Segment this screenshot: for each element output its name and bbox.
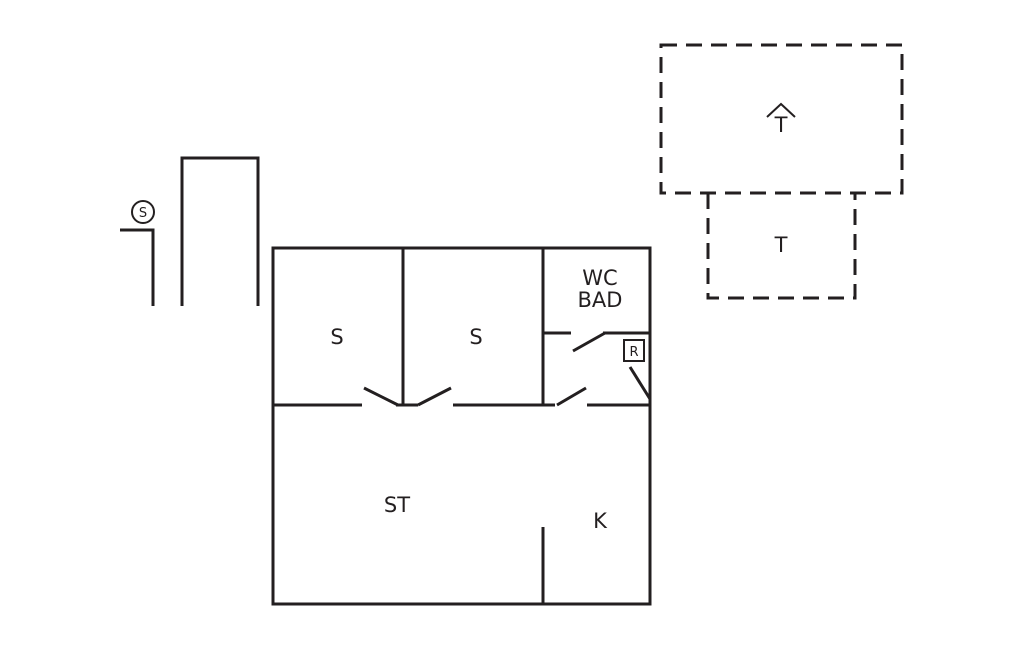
shower-symbol-icon: S — [131, 200, 155, 224]
door-bedroom-right — [417, 386, 452, 407]
outdoor-structures — [120, 156, 260, 306]
living-room-label: ST — [384, 493, 410, 517]
technical-room-label: R — [629, 345, 638, 360]
outer-wall — [271, 246, 652, 606]
house-walls — [271, 246, 652, 606]
door-wc-inner — [572, 331, 606, 353]
technical-room-icon: R — [623, 339, 645, 362]
door-bedroom-left — [363, 386, 399, 407]
outdoor-shower-wall — [120, 228, 155, 306]
shower-symbol-label: S — [139, 206, 147, 221]
door-bathroom — [556, 386, 587, 407]
bathroom-label-wc: WC — [582, 266, 617, 290]
room-labels: S S WC BAD ST K T T — [330, 113, 787, 533]
bedroom-left-label: S — [330, 325, 343, 349]
terrace-label: T — [774, 233, 788, 257]
roof-icon — [766, 102, 796, 118]
annex-walls — [180, 156, 260, 306]
doors — [363, 331, 652, 407]
covered-terrace-label: T — [774, 113, 788, 137]
bathroom-label-bad: BAD — [578, 288, 623, 312]
terrace-outline — [706, 193, 857, 300]
door-technical — [628, 366, 652, 400]
bedroom-right-label: S — [469, 325, 482, 349]
covered-terrace-outline — [659, 43, 904, 195]
kitchen-label: K — [593, 509, 608, 533]
terraces — [659, 43, 904, 300]
